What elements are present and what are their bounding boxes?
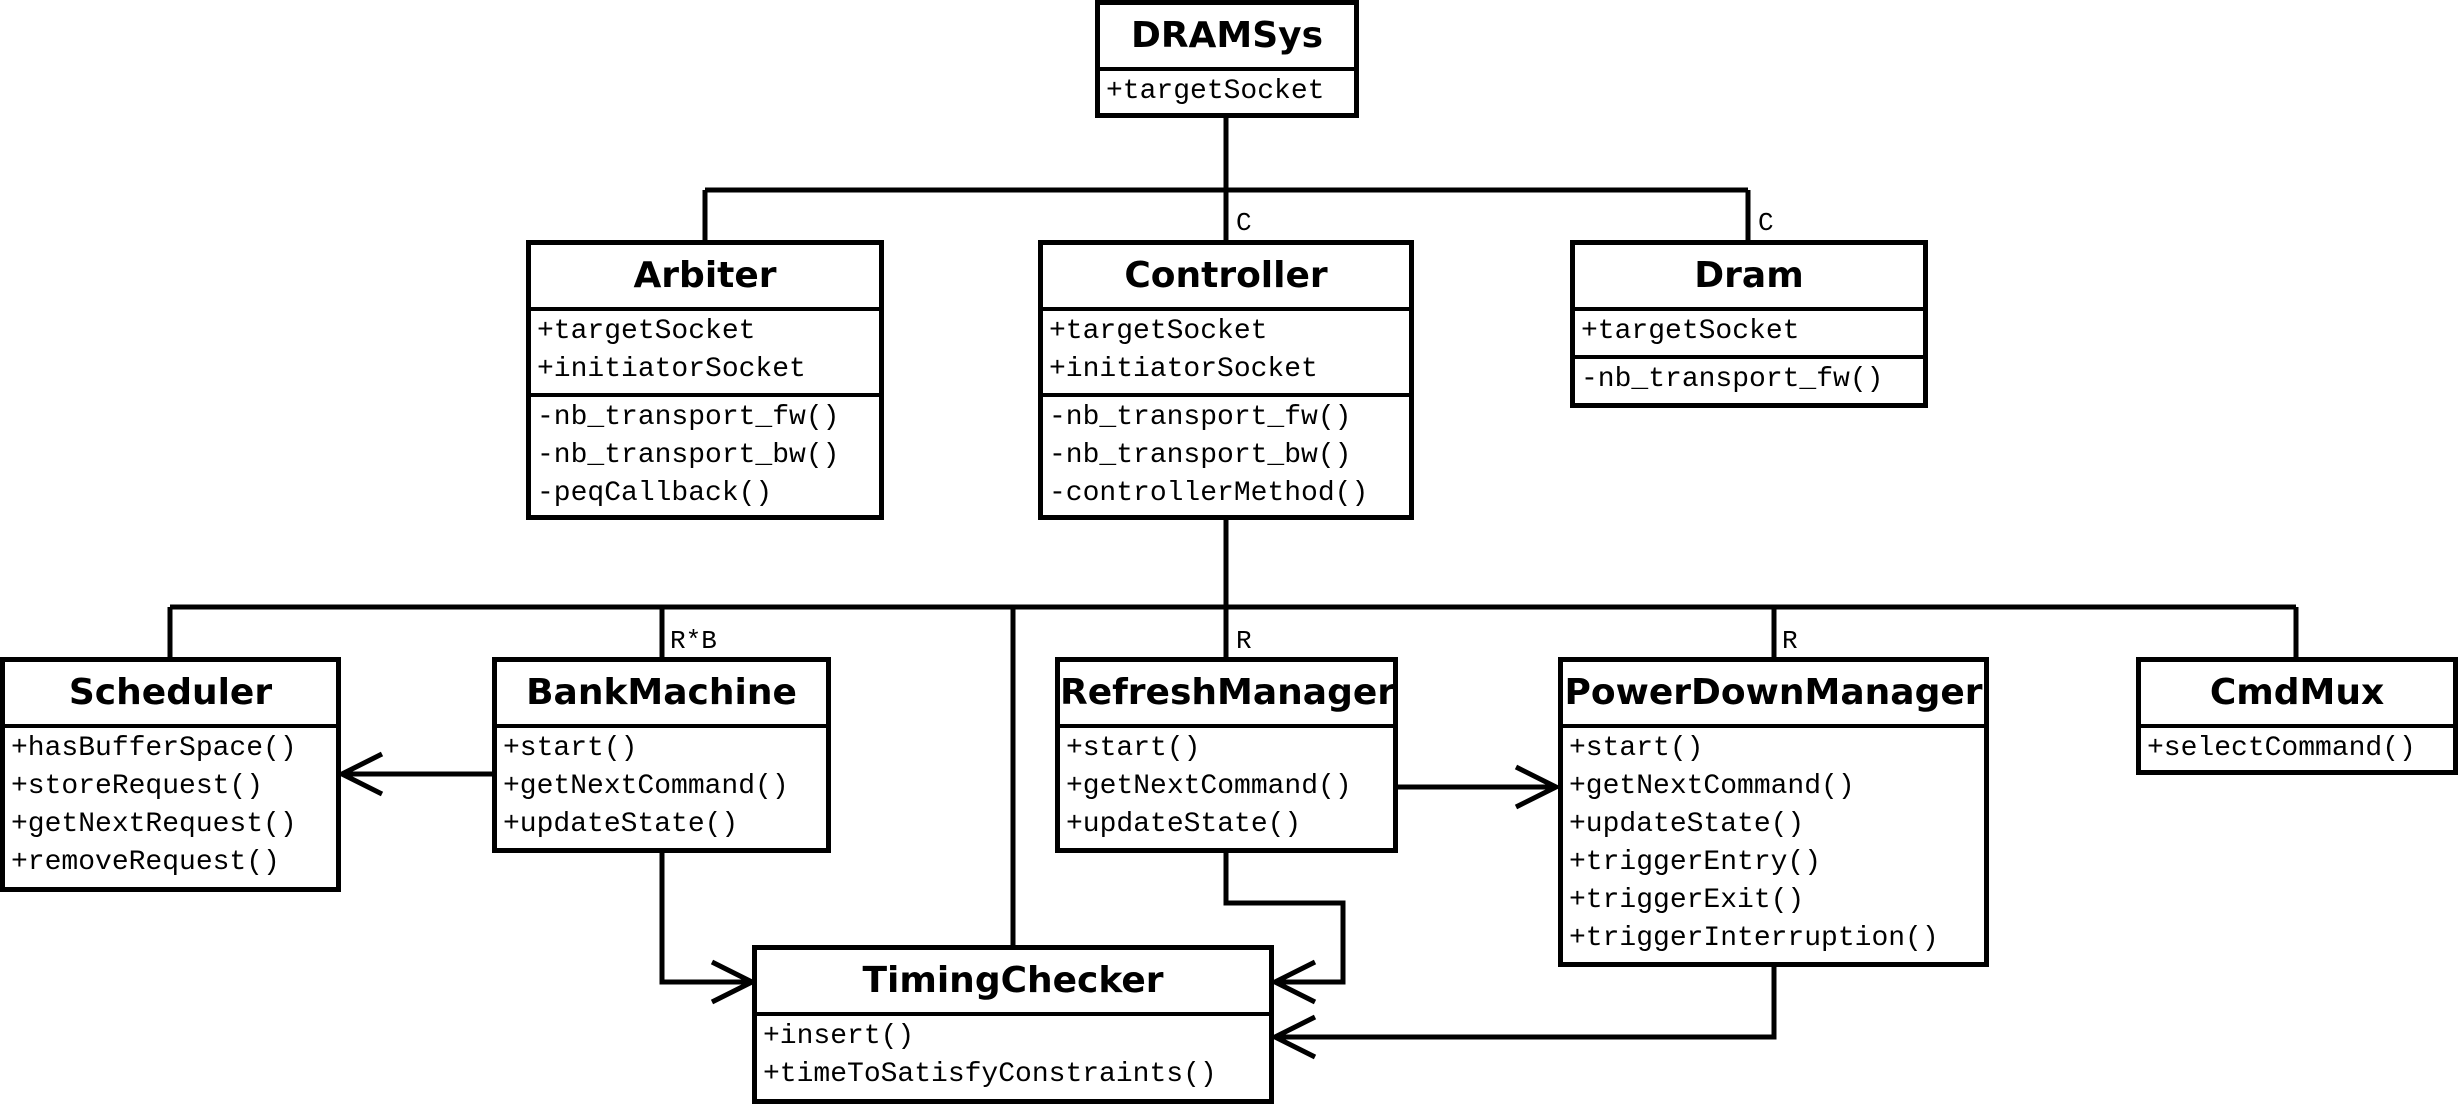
- method: -nb_transport_bw(): [537, 440, 840, 471]
- attribute: +targetSocket: [537, 316, 756, 347]
- class-title: BankMachine: [497, 662, 826, 728]
- method: +start(): [503, 733, 638, 764]
- methods-section: +start() +getNextCommand() +updateState(…: [497, 728, 826, 848]
- method: +triggerExit(): [1569, 885, 1805, 916]
- methods-section: +insert() +timeToSatisfyConstraints(): [757, 1016, 1269, 1098]
- class-title: PowerDownManager: [1563, 662, 1984, 728]
- class-title: Arbiter: [531, 245, 879, 311]
- method: +start(): [1066, 733, 1201, 764]
- method: -nb_transport_fw(): [537, 402, 840, 433]
- class-arbiter[interactable]: Arbiter +targetSocket +initiatorSocket -…: [526, 240, 884, 520]
- class-title: CmdMux: [2141, 662, 2453, 728]
- method: +updateState(): [503, 809, 739, 840]
- assoc-powerdownmanager-timingchecker: [1275, 963, 1777, 1040]
- method: -nb_transport_bw(): [1049, 440, 1352, 471]
- class-title: RefreshManager: [1060, 662, 1395, 728]
- methods-section: -nb_transport_fw() -nb_transport_bw() -p…: [531, 393, 879, 517]
- method: +start(): [1569, 733, 1704, 764]
- assoc-bankmachine-timingchecker: [659, 850, 752, 985]
- method: +selectCommand(): [2147, 733, 2416, 764]
- class-timingchecker[interactable]: TimingChecker +insert() +timeToSatisfyCo…: [752, 945, 1274, 1104]
- method: -peqCallback(): [537, 478, 773, 509]
- class-controller[interactable]: Controller +targetSocket +initiatorSocke…: [1038, 240, 1414, 520]
- methods-section: -nb_transport_fw(): [1575, 355, 1923, 403]
- method: +storeRequest(): [11, 771, 264, 802]
- methods-section: +selectCommand(): [2141, 728, 2453, 772]
- methods-section: +start() +getNextCommand() +updateState(…: [1060, 728, 1393, 848]
- assoc-refreshmanager-timingchecker: [1223, 849, 1346, 985]
- attribute: +targetSocket: [1049, 316, 1268, 347]
- method: +getNextCommand(): [503, 771, 789, 802]
- class-refreshmanager[interactable]: RefreshManager +start() +getNextCommand(…: [1055, 657, 1398, 853]
- method: +triggerEntry(): [1569, 847, 1822, 878]
- method: +triggerInterruption(): [1569, 923, 1939, 954]
- attribute: +targetSocket: [1106, 76, 1325, 107]
- multiplicity-bankmachine: R*B: [670, 626, 717, 656]
- method: +updateState(): [1066, 809, 1302, 840]
- multiplicity-powerdownmanager: R: [1782, 626, 1798, 656]
- method: -nb_transport_fw(): [1049, 402, 1352, 433]
- class-title: Scheduler: [5, 662, 336, 728]
- method: +getNextCommand(): [1066, 771, 1352, 802]
- method: -controllerMethod(): [1049, 478, 1369, 509]
- attributes-section: +targetSocket +initiatorSocket: [531, 311, 879, 393]
- methods-section: -nb_transport_fw() -nb_transport_bw() -c…: [1043, 393, 1409, 517]
- method: +hasBufferSpace(): [11, 733, 297, 764]
- class-powerdownmanager[interactable]: PowerDownManager +start() +getNextComman…: [1558, 657, 1989, 967]
- class-dramsys[interactable]: DRAMSys +targetSocket: [1095, 0, 1359, 118]
- arrowhead-powerdownmanager: [1514, 764, 1562, 810]
- method: -nb_transport_fw(): [1581, 364, 1884, 395]
- attributes-section: +targetSocket: [1575, 311, 1923, 355]
- attribute: +initiatorSocket: [537, 354, 806, 385]
- method: +getNextCommand(): [1569, 771, 1855, 802]
- class-dram[interactable]: Dram +targetSocket -nb_transport_fw(): [1570, 240, 1928, 408]
- multiplicity-dram: C: [1758, 208, 1774, 238]
- class-bankmachine[interactable]: BankMachine +start() +getNextCommand() +…: [492, 657, 831, 853]
- attribute: +targetSocket: [1581, 316, 1800, 347]
- methods-section: +hasBufferSpace() +storeRequest() +getNe…: [5, 728, 336, 886]
- method: +getNextRequest(): [11, 809, 297, 840]
- class-title: TimingChecker: [757, 950, 1269, 1016]
- attribute: +initiatorSocket: [1049, 354, 1318, 385]
- method: +updateState(): [1569, 809, 1805, 840]
- class-cmdmux[interactable]: CmdMux +selectCommand(): [2136, 657, 2458, 775]
- multiplicity-refreshmanager: R: [1236, 626, 1252, 656]
- method: +removeRequest(): [11, 847, 280, 878]
- class-title: Dram: [1575, 245, 1923, 311]
- attributes-section: +targetSocket: [1100, 71, 1354, 115]
- class-title: Controller: [1043, 245, 1409, 311]
- methods-section: +start() +getNextCommand() +updateState(…: [1563, 728, 1984, 962]
- arrowhead-timingchecker-bottom: [1269, 1014, 1317, 1060]
- arrowhead-scheduler: [336, 751, 384, 797]
- arrowhead-timingchecker-right: [1269, 959, 1317, 1005]
- attributes-section: +targetSocket +initiatorSocket: [1043, 311, 1409, 393]
- class-scheduler[interactable]: Scheduler +hasBufferSpace() +storeReques…: [0, 657, 341, 892]
- multiplicity-controller: C: [1236, 208, 1252, 238]
- method: +insert(): [763, 1021, 915, 1052]
- method: +timeToSatisfyConstraints(): [763, 1059, 1217, 1090]
- class-title: DRAMSys: [1100, 5, 1354, 71]
